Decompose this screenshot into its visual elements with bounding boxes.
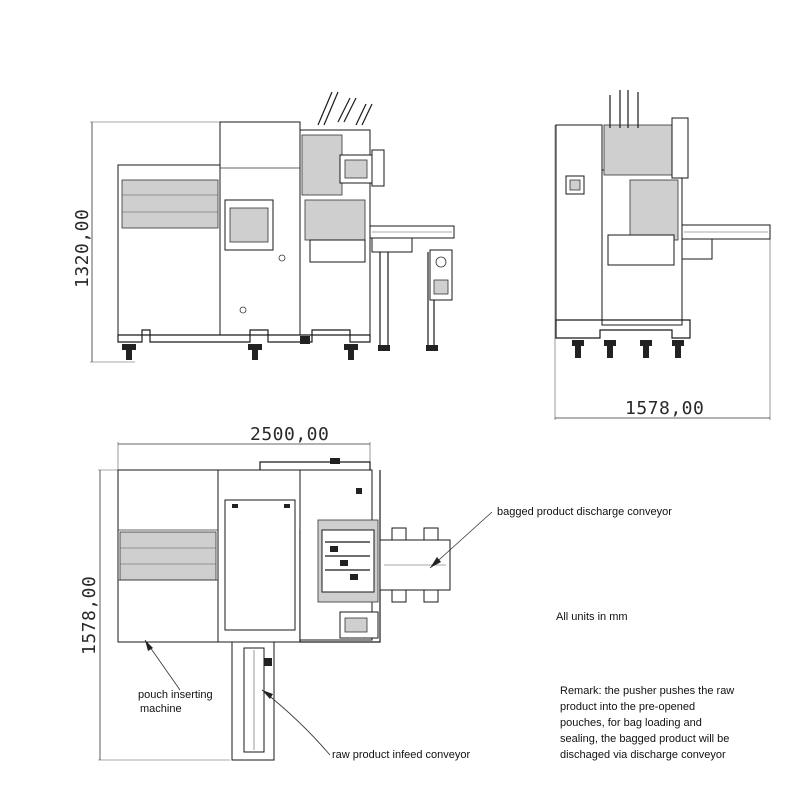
side-right-post bbox=[671, 117, 689, 179]
labels: bagged product discharge conveyor pouch … bbox=[138, 506, 734, 761]
front-bolt bbox=[278, 254, 286, 262]
front-magazine-arm bbox=[355, 103, 367, 126]
discharge-leader bbox=[429, 511, 493, 569]
top-fastener bbox=[356, 488, 362, 494]
front-conveyor-foot bbox=[378, 345, 390, 351]
front-bolt bbox=[239, 306, 247, 314]
top-conveyor-guide bbox=[391, 589, 407, 603]
front-magazine-arm bbox=[361, 103, 373, 126]
top-pusher-head bbox=[340, 560, 348, 566]
side-lower-mechanism bbox=[607, 234, 675, 266]
infeed-leader-arrow bbox=[262, 690, 273, 699]
top-fastener bbox=[330, 458, 340, 464]
front-magazine-arm bbox=[337, 97, 351, 123]
pouch-inserting-label-line1: pouch inserting bbox=[138, 689, 213, 701]
front-conveyor-frame bbox=[371, 237, 413, 253]
top-depth-dimension: 1578,00 bbox=[79, 576, 100, 655]
top-conveyor-guide bbox=[423, 527, 439, 541]
top-infeed-bracket bbox=[264, 658, 272, 666]
top-machine-panel bbox=[119, 531, 217, 581]
side-feet bbox=[572, 340, 684, 358]
front-mechanism bbox=[301, 134, 343, 196]
discharge-leader-arrow bbox=[430, 557, 441, 568]
side-top-mechanism bbox=[603, 124, 675, 176]
side-conveyor-frame bbox=[681, 238, 713, 260]
side-width-dimension: 1578,00 bbox=[625, 398, 704, 419]
front-magazine-arm bbox=[323, 91, 339, 126]
front-magazine-arm bbox=[343, 97, 357, 123]
side-left-housing bbox=[555, 124, 603, 321]
front-control-screen bbox=[344, 159, 368, 179]
front-motor-wheel bbox=[435, 256, 447, 268]
remark-line-1: Remark: the pusher pushes the raw bbox=[560, 685, 734, 697]
front-sealing-unit bbox=[304, 199, 366, 241]
remark-line-4: sealing, the bagged product will be bbox=[560, 733, 729, 745]
discharge-conveyor-label: bagged product discharge conveyor bbox=[497, 506, 672, 518]
front-conveyor-foot bbox=[426, 345, 438, 351]
top-view: 2500,00 1578,00 bbox=[79, 424, 451, 761]
front-left-panel bbox=[121, 179, 219, 229]
top-conveyor-guide bbox=[423, 589, 439, 603]
top-fastener bbox=[284, 504, 290, 508]
pouch-machine-leader-arrow bbox=[145, 640, 153, 651]
top-pusher-head bbox=[330, 546, 338, 552]
front-feet bbox=[122, 336, 358, 360]
infeed-conveyor-label: raw product infeed conveyor bbox=[332, 749, 471, 761]
front-base-frame bbox=[117, 329, 371, 343]
top-fastener bbox=[232, 504, 238, 508]
units-note: All units in mm bbox=[556, 611, 628, 623]
top-control-screen bbox=[344, 617, 368, 633]
front-magazine-arm bbox=[317, 91, 333, 126]
front-motor-box bbox=[433, 279, 449, 295]
top-conveyor-guide bbox=[391, 527, 407, 541]
top-pusher-head bbox=[350, 574, 358, 580]
top-width-dimension: 2500,00 bbox=[250, 424, 329, 445]
front-bag-station-inner bbox=[229, 207, 269, 243]
front-height-dimension: 1320,00 bbox=[72, 209, 93, 288]
side-view: 1578,00 bbox=[554, 90, 771, 420]
front-sealing-base bbox=[309, 239, 366, 263]
remark-line-5: dischaged via discharge conveyor bbox=[560, 749, 726, 761]
side-filling-unit bbox=[629, 179, 679, 241]
leader-lines bbox=[144, 511, 493, 756]
front-control-arm bbox=[371, 149, 385, 187]
side-access-panel-inner bbox=[569, 179, 581, 191]
pouch-inserting-label-line2: machine bbox=[140, 703, 182, 715]
top-center-panel bbox=[224, 499, 296, 631]
front-view: 1320,00 bbox=[72, 91, 455, 363]
remark-line-2: product into the pre-opened bbox=[560, 701, 695, 713]
side-base-frame bbox=[555, 319, 691, 339]
remark-line-3: pouches, for bag loading and bbox=[560, 717, 702, 729]
